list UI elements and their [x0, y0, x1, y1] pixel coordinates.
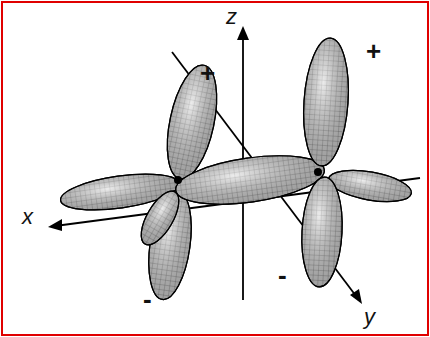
- phase-sign: -: [143, 286, 152, 312]
- axis-label: z: [226, 6, 237, 28]
- phase-sign: +: [366, 38, 381, 64]
- phase-sign: +: [200, 60, 215, 86]
- phase-sign: -: [278, 262, 287, 288]
- axis-label: x: [22, 206, 33, 228]
- axis-label: y: [364, 306, 375, 328]
